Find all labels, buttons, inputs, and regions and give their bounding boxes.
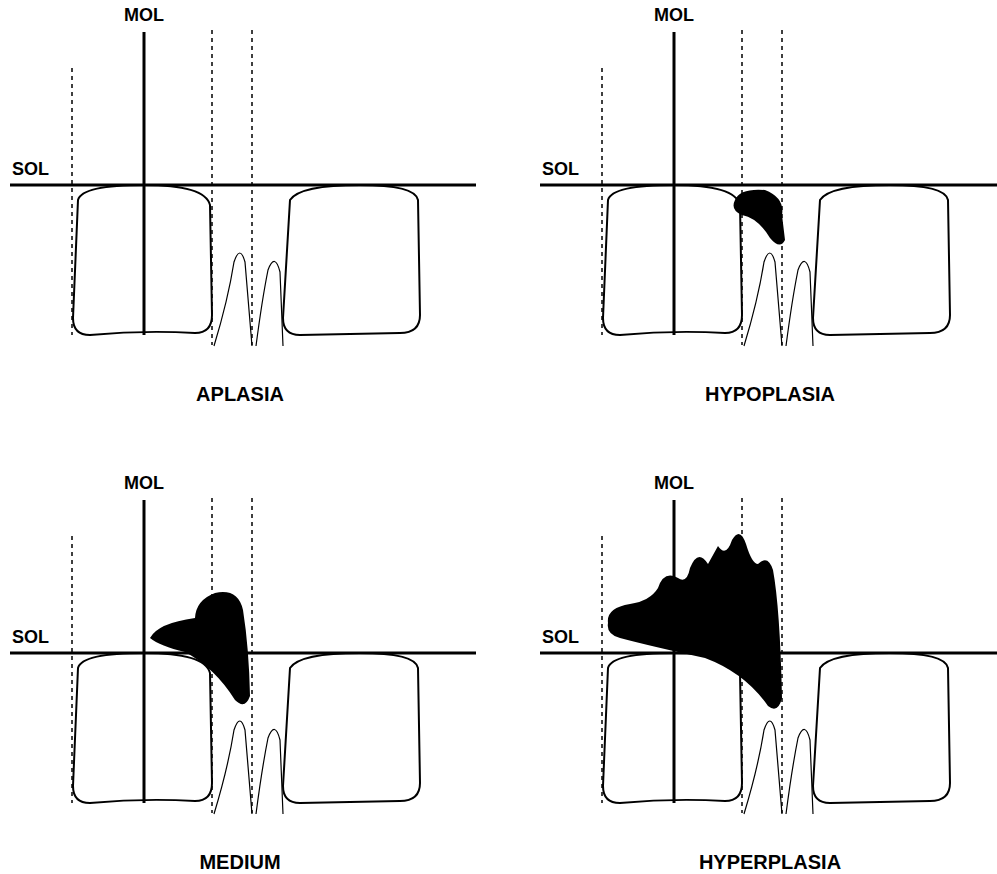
axis-label: SOL bbox=[12, 628, 49, 648]
sinus-blob bbox=[150, 592, 250, 704]
sinus-blob bbox=[608, 534, 782, 709]
axis-label: MOL bbox=[124, 474, 164, 494]
medium-panel bbox=[10, 498, 476, 814]
axis-label: SOL bbox=[12, 160, 49, 180]
panel-caption: HYPERPLASIA bbox=[699, 851, 841, 873]
axis-label: MOL bbox=[654, 6, 694, 26]
axis-label: SOL bbox=[542, 628, 579, 648]
sinus-blob bbox=[734, 190, 785, 245]
axis-label: MOL bbox=[124, 6, 164, 26]
axis-label: MOL bbox=[654, 474, 694, 494]
aplasia-panel bbox=[10, 30, 476, 346]
panel-caption: MEDIUM bbox=[199, 851, 280, 873]
axis-label: SOL bbox=[542, 160, 579, 180]
hyperplasia-panel bbox=[540, 498, 997, 814]
panel-caption: HYPOPLASIA bbox=[705, 383, 835, 405]
panel-caption: APLASIA bbox=[196, 383, 284, 405]
hypoplasia-panel bbox=[540, 30, 997, 346]
